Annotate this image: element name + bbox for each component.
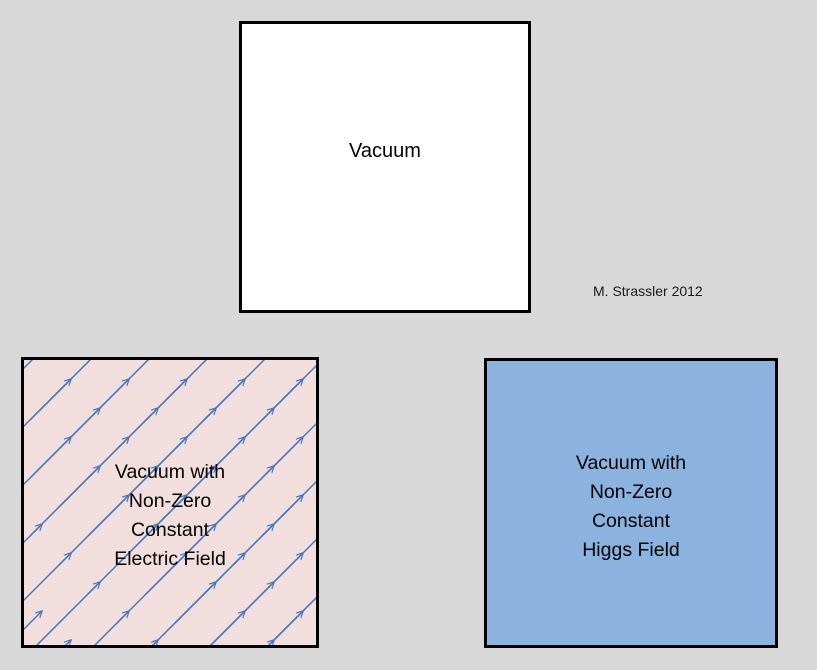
electric-field-arrows-icon (24, 360, 316, 645)
panel-higgs-field-label: Vacuum with Non-Zero Constant Higgs Fiel… (575, 452, 687, 561)
panel-higgs-field: Vacuum with Non-Zero Constant Higgs Fiel… (484, 358, 778, 648)
panel-vacuum-label: Vacuum (349, 140, 421, 162)
panel-vacuum: Vacuum (239, 21, 531, 313)
credit-text: M. Strassler 2012 (593, 283, 703, 299)
panel-electric-field: Vacuum with Non-Zero Constant Electric F… (21, 357, 319, 648)
